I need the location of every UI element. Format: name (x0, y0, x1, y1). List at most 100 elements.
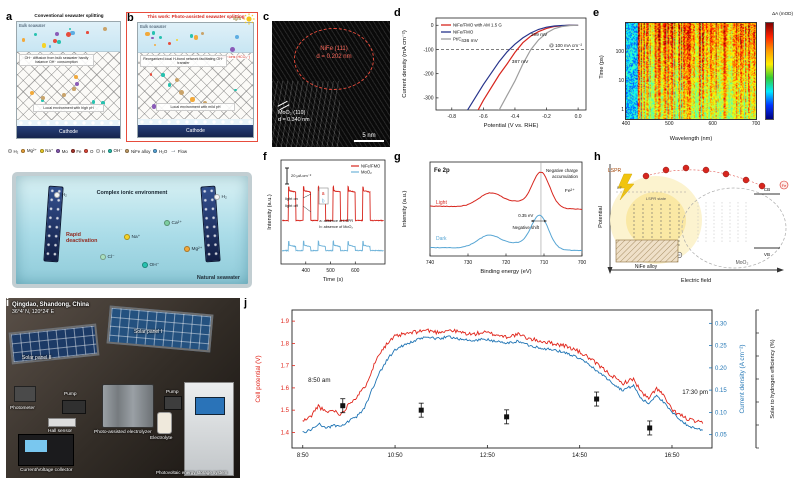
x-tick-label: 700 (578, 260, 587, 266)
ion-label: OH⁻ (149, 262, 160, 268)
light-off-label: light off (285, 203, 299, 208)
curve-NiFe/FMO (281, 185, 384, 222)
x-tick-label: -0.2 (542, 114, 551, 120)
x-tick-label: 16:50 (664, 453, 680, 459)
x-tick-label: 400 (302, 268, 311, 274)
photo-label-photometer: Photometer (10, 406, 35, 411)
scalebar: 5 nm (354, 132, 384, 142)
nife-alloy-label: NiFe alloy (635, 264, 658, 270)
x-tick-label: 710 (540, 260, 549, 266)
right-tick-label: 0.15 (715, 388, 727, 394)
lspr-label: LSPR (608, 168, 621, 174)
ion-color-dot (153, 149, 158, 153)
right-tick-label: 0.20 (715, 366, 727, 372)
ion-color-dot (108, 149, 113, 153)
ion-color-dot (142, 262, 148, 268)
panel-j-letter: j (244, 297, 248, 309)
annotation-negative-charge: Negative charge (546, 168, 579, 173)
y-tick-label: 100 (615, 49, 624, 56)
ion-color-dot (124, 234, 130, 240)
legend-label: NiFe/FMO (453, 30, 474, 35)
ion-dot (48, 45, 52, 49)
ion-dot (70, 30, 75, 36)
curve-Dark (429, 214, 583, 252)
left-tick-label: 1.9 (281, 319, 290, 325)
plot-title: Fe 2p (434, 168, 450, 174)
photo-label-hall: Hall sensor (48, 429, 72, 434)
bulk-seawater-region-a: Bulk seawater (17, 22, 120, 52)
tank-ion: H₂ (54, 192, 67, 198)
panel-a-title: Conventional seawater splitting (34, 13, 104, 18)
photo-label-pump1: Pump (64, 392, 77, 397)
legend-item: H₂ (8, 149, 18, 154)
right-tick-label: 0.30 (715, 321, 727, 327)
ion-label: H₂ (221, 194, 227, 200)
lattice-molecule-dot (91, 100, 96, 104)
electrolyte-bottle (157, 412, 172, 434)
lattice-molecule-dot (190, 97, 195, 102)
ion-dot (41, 42, 47, 48)
legend-item-label: H₂ (13, 148, 19, 154)
ion-dot (200, 32, 204, 36)
x-tick-label: 10:50 (388, 453, 404, 459)
legend-label: MoO₂ (361, 170, 372, 175)
annotation-start-time: 8:50 am (308, 377, 330, 384)
legend-label: NiFe/FMO (361, 164, 381, 169)
y-axis-label-e: Time (ps) (599, 55, 605, 79)
electron-path (645, 169, 763, 187)
x-tick-label: -0.8 (447, 114, 456, 120)
lattice-molecule-dot (174, 77, 180, 83)
overpotential-label: 436 mV (461, 38, 478, 44)
ion-color-dot (56, 149, 61, 153)
plot-frame (435, 17, 587, 111)
light-label: light (233, 16, 241, 21)
curves-group (302, 328, 704, 434)
curve-Pt/C (498, 24, 579, 110)
scalebar-label: 5 nm (362, 132, 376, 139)
moo2-particle-outline (681, 187, 787, 269)
catalyst-lattice-a: OH⁻ diffusion from bulk seawater hardly … (17, 52, 120, 120)
x-tick-label: 720 (502, 260, 511, 266)
storage-cabinet (184, 382, 234, 476)
lattice-molecule-dot (167, 83, 171, 87)
flow-arrow-icon: → (170, 148, 177, 154)
legend-item-label: H₂O (158, 148, 168, 154)
legend-item: H₂O (153, 149, 167, 154)
storage-screen (195, 397, 225, 415)
hot-electron-icon (758, 182, 766, 190)
pump-right-device (164, 396, 182, 410)
efficiency-marker (594, 396, 600, 402)
ab-marker-box (318, 187, 329, 205)
y-tick-label: -100 (423, 47, 433, 53)
note-local-ph-a: Local environment with high pH (33, 103, 104, 112)
y-tick-label: 0 (431, 23, 434, 29)
hot-electron-icon (662, 166, 670, 174)
curves-group (466, 24, 579, 110)
nife-dspacing-label: d = 0.202 nm (316, 53, 352, 60)
x-tick-label: 740 (426, 260, 435, 266)
legend-label: Pt/C (453, 37, 462, 42)
marker-b: b (322, 199, 325, 205)
ion-dot (189, 34, 194, 39)
ion-dot (86, 31, 89, 34)
panel-a: a Conventional seawater splitting Bulk s… (6, 11, 124, 142)
ion-color-dot (21, 149, 26, 153)
ion-dot (144, 31, 150, 37)
nife-lattice-circle: NiFe (111) d = 0.202 nm (294, 28, 374, 90)
curve-Light (429, 171, 583, 210)
efficiency-marker (340, 403, 346, 409)
ion-color-dot (70, 149, 75, 153)
colorbar-label: ΔA (mOD) (772, 11, 793, 16)
line-shape (302, 193, 312, 199)
tank-caption-deactivation: Rapid deactivation (66, 232, 98, 244)
legend-item: OH⁻ (108, 148, 122, 154)
field-axis-arrow (777, 267, 784, 273)
lattice-molecule-dot (161, 73, 165, 77)
legend-item: Na⁺ (39, 148, 53, 154)
ion-color-dot (96, 149, 101, 153)
colorbar (765, 22, 774, 120)
